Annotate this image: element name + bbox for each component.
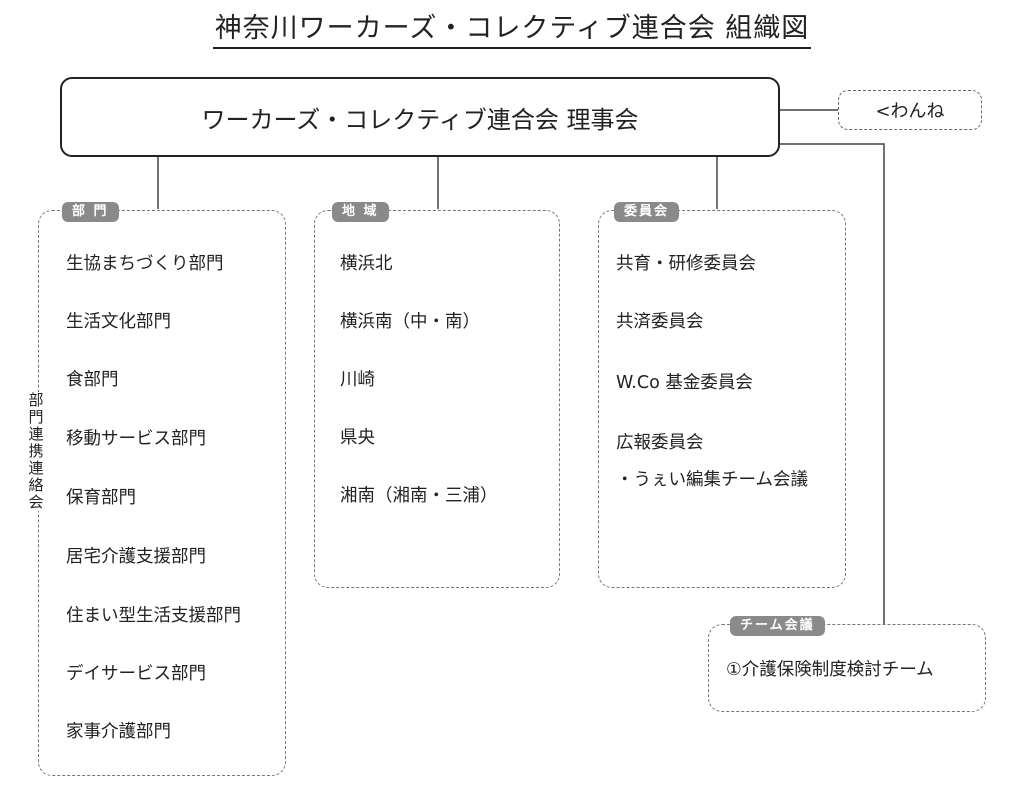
department-item: 家事介護部門 — [66, 722, 171, 742]
committee-item: 共済委員会 — [616, 312, 704, 332]
committees-group — [598, 210, 846, 588]
regions-tag: 地 域 — [332, 202, 389, 222]
team-meeting-tag: チーム会議 — [730, 616, 825, 636]
departments-tag: 部 門 — [62, 202, 119, 222]
committees-tag: 委員会 — [614, 202, 680, 222]
wanne-box: <わんね — [838, 90, 982, 130]
department-item: 生活文化部門 — [66, 312, 171, 332]
committee-item: 広報委員会 — [616, 433, 704, 453]
wanne-label: <わんね — [875, 101, 945, 122]
department-item: 住まい型生活支援部門 — [66, 606, 241, 626]
region-item: 横浜北 — [340, 254, 393, 274]
liaison-committee-label: 部門連携連絡会 — [26, 392, 46, 511]
board-of-directors-box: ワーカーズ・コレクティブ連合会 理事会 — [60, 77, 780, 157]
team-item: ①介護保険制度検討チーム — [726, 660, 934, 680]
region-item: 川崎 — [340, 370, 375, 390]
regions-group — [314, 210, 560, 588]
connector-board-team — [780, 143, 885, 624]
committee-item: ・うぇい編集チーム会議 — [616, 470, 808, 490]
region-item: 湘南（湘南・三浦） — [340, 486, 498, 506]
department-item: 保育部門 — [66, 488, 136, 508]
region-item: 横浜南（中・南） — [340, 312, 480, 332]
region-item: 県央 — [340, 428, 375, 448]
team-meeting-group — [708, 624, 986, 712]
department-item: デイサービス部門 — [66, 664, 206, 684]
page-title: 神奈川ワーカーズ・コレクティブ連合会 組織図 — [0, 6, 1024, 49]
board-label: ワーカーズ・コレクティブ連合会 理事会 — [201, 105, 639, 134]
page-title-text: 神奈川ワーカーズ・コレクティブ連合会 組織図 — [212, 13, 812, 49]
department-item: 生協まちづくり部門 — [66, 254, 224, 274]
department-item: 移動サービス部門 — [66, 429, 206, 449]
department-item: 食部門 — [66, 370, 119, 390]
department-item: 居宅介護支援部門 — [66, 547, 206, 567]
committee-item: W.Co 基金委員会 — [616, 373, 753, 393]
committee-item: 共育・研修委員会 — [616, 254, 756, 274]
